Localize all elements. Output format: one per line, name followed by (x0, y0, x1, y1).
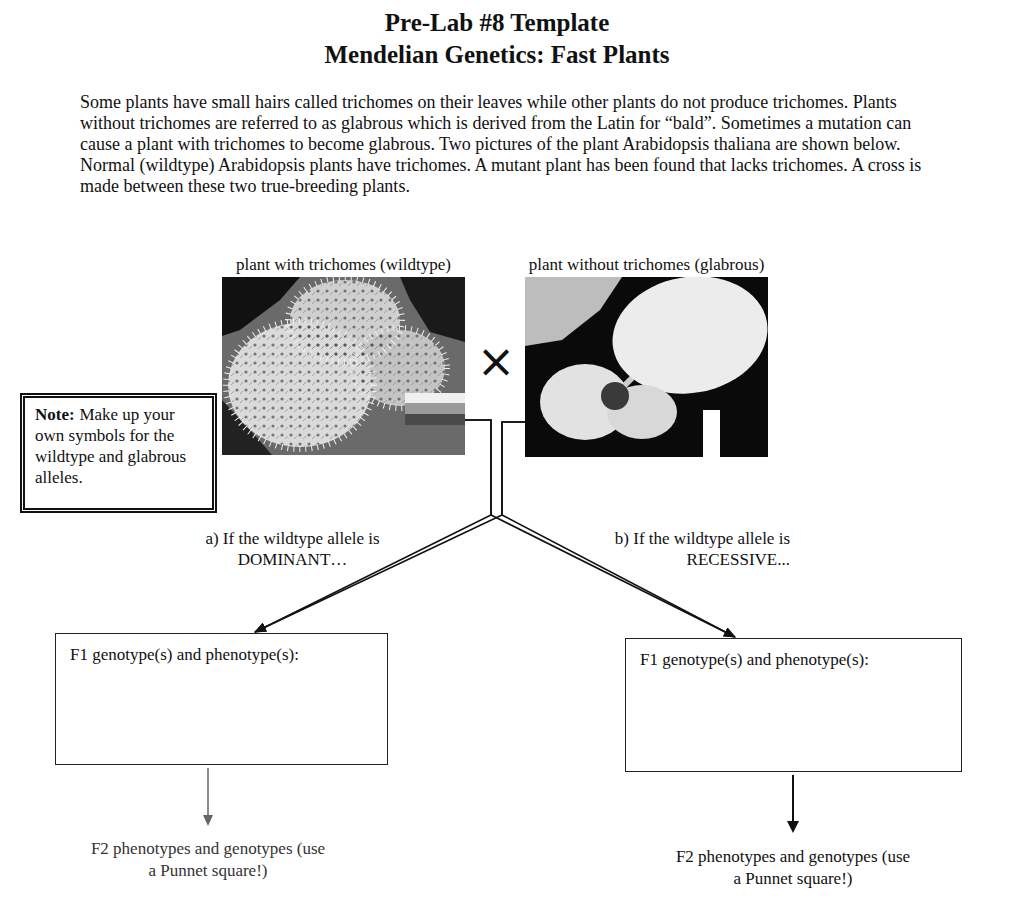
trichome-fringe (288, 278, 402, 362)
scale-bar (405, 403, 465, 414)
cross-arrow (255, 422, 525, 632)
note-box: Note:Make up your own symbols for the wi… (20, 393, 217, 513)
cross-arrow (465, 420, 735, 637)
answer-box: F1 genotype(s) and phenotype(s): (55, 633, 388, 765)
down-arrow-head (787, 821, 799, 833)
page-subtitle: Mendelian Genetics: Fast Plants (0, 40, 1009, 70)
caption-group: plant without trichomes (glabrous) (529, 255, 765, 275)
down-arrow (207, 768, 209, 817)
plant-photo: plant with trichomes (wildtype) (222, 277, 465, 455)
down-arrow-head (203, 815, 213, 826)
intro-paragraph: Some plants have small hairs called tric… (80, 92, 942, 197)
glabrous-plant-photo (525, 277, 768, 457)
plant-photo: plant without trichomes (glabrous) (525, 277, 768, 457)
bald-leaf (603, 277, 768, 406)
note-heading: Note: (35, 405, 75, 424)
box-prompt: F1 genotype(s) and phenotype(s): (70, 644, 373, 665)
branch-label: a) If the wildtype allele is DOMINANT… (185, 528, 400, 570)
plant-center (601, 382, 629, 410)
scale-bar (405, 393, 465, 403)
photo-ground (222, 277, 465, 455)
down-arrow (792, 775, 794, 823)
scale-bar (703, 410, 720, 457)
hairy-leaf (228, 323, 372, 447)
trichome-plant-photo (222, 277, 465, 455)
photo-caption: plant with trichomes (wildtype) (236, 255, 451, 275)
f2-prompt: F2 phenotypes and genotypes (use a Punne… (673, 846, 913, 890)
branch-label: b) If the wildtype allele is RECESSIVE..… (575, 528, 790, 570)
page-title: Pre-Lab #8 Template (0, 8, 1009, 38)
cross-symbol: × (474, 336, 518, 386)
scale-bar (405, 414, 465, 425)
photo-highlight (525, 277, 622, 346)
box-prompt: F1 genotype(s) and phenotype(s): (640, 649, 947, 670)
caption-group: plant with trichomes (wildtype) (236, 255, 451, 275)
trichome-texture (228, 323, 372, 447)
photo-caption: plant without trichomes (glabrous) (529, 255, 765, 275)
trichome-fringe (226, 321, 374, 449)
answer-box: F1 genotype(s) and phenotype(s): (625, 638, 962, 772)
f2-prompt: F2 phenotypes and genotypes (use a Punne… (88, 838, 328, 882)
cross-arrow (255, 420, 491, 632)
